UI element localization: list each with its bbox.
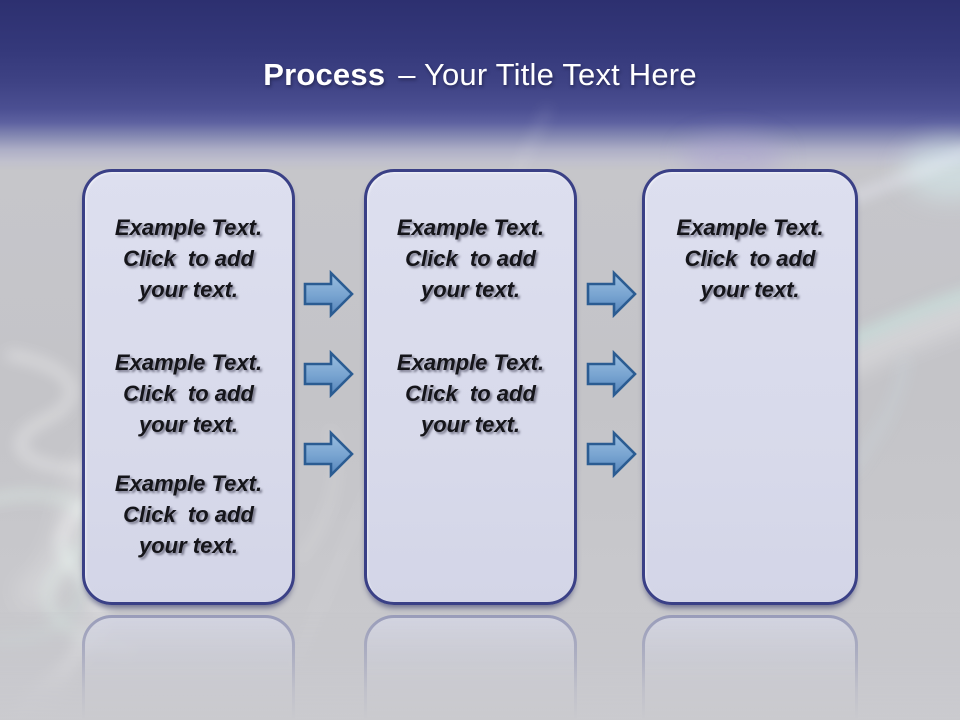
- placeholder-line: Click to add: [123, 502, 254, 527]
- placeholder-line: Click to add: [684, 246, 816, 271]
- text-placeholder[interactable]: Example Text. Click to add your text.: [645, 212, 855, 305]
- right-arrow-icon: [586, 269, 637, 319]
- placeholder-line: Example Text.: [114, 471, 263, 496]
- text-placeholder[interactable]: Example Text. Click to add your text.: [85, 468, 292, 561]
- placeholder-line: Click to add: [123, 246, 254, 271]
- right-arrow-icon: [586, 349, 637, 399]
- placeholder-line: Example Text.: [396, 215, 545, 240]
- placeholder-line: Click to add: [405, 381, 536, 406]
- reflection-fade: [0, 612, 960, 720]
- process-stage-3[interactable]: Example Text. Click to add your text.: [642, 169, 858, 605]
- placeholder-line: your text.: [420, 412, 521, 437]
- text-placeholder[interactable]: Example Text. Click to add your text.: [367, 347, 574, 440]
- text-placeholder[interactable]: Example Text. Click to add your text.: [85, 347, 292, 440]
- placeholder-line: Click to add: [405, 246, 536, 271]
- placeholder-line: Click to add: [123, 381, 254, 406]
- placeholder-line: Example Text.: [676, 215, 824, 240]
- placeholder-line: your text.: [700, 277, 800, 302]
- text-placeholder[interactable]: Example Text. Click to add your text.: [367, 212, 574, 305]
- placeholder-line: your text.: [420, 277, 521, 302]
- title-keyword: Process: [263, 57, 386, 92]
- title-subtitle: – Your Title Text Here: [398, 57, 697, 92]
- right-arrow-icon: [303, 429, 354, 479]
- process-stage-2[interactable]: Example Text. Click to add your text. Ex…: [364, 169, 577, 605]
- page-title: Process – Your Title Text Here: [0, 54, 960, 98]
- right-arrow-icon: [586, 429, 637, 479]
- placeholder-line: your text.: [138, 412, 239, 437]
- text-placeholder[interactable]: Example Text. Click to add your text.: [85, 212, 292, 305]
- placeholder-line: your text.: [138, 533, 239, 558]
- placeholder-line: your text.: [138, 277, 239, 302]
- right-arrow-icon: [303, 349, 354, 399]
- placeholder-line: Example Text.: [396, 350, 545, 375]
- title-bar: [0, 0, 960, 170]
- box-reflections: [0, 612, 960, 720]
- right-arrow-icon: [303, 269, 354, 319]
- process-stage-1[interactable]: Example Text. Click to add your text. Ex…: [82, 169, 295, 605]
- placeholder-line: Example Text.: [114, 215, 263, 240]
- placeholder-line: Example Text.: [114, 350, 263, 375]
